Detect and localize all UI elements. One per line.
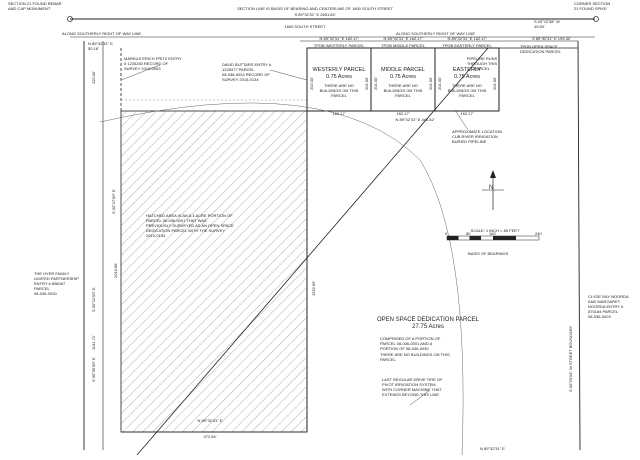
north-label: N	[489, 185, 494, 191]
westerly-top-bearing: N 89°32'31" E 162.17'	[319, 36, 359, 41]
bottom-left-bearing: N 89°32'31" E	[197, 418, 223, 423]
vert-dim-7: 201.00'	[492, 77, 497, 90]
open-space-note: COMPRISED OF A PORTION OF PARCEL 08-036-…	[380, 336, 441, 351]
approx-location-note: APPROXIMATE LOCATION CUB RIVER IRRIGATIO…	[452, 129, 502, 144]
section-corner-left-label: SECTION 21 FOUND REBAR AND CAP MONUMENT	[8, 1, 62, 11]
easterly-parcel-title: EASTERLY 0.75 Acres	[452, 67, 482, 80]
section-corner-right-marker	[593, 16, 599, 22]
scale-title: SCALE: 1 INCH = 80 FEET	[470, 228, 520, 233]
middle-bottom-dim: 162.17'	[396, 111, 410, 116]
east-line-label: S 00°20'04" W STREET BOUNDARY	[568, 325, 573, 392]
east-boundary	[577, 40, 581, 451]
easterly-parcel-outline	[434, 47, 500, 112]
middle-top-bearing: N 89°32'31" E 162.17'	[383, 36, 423, 41]
hatched-area-note: HATCHED AREA IS AN 8.4 ACRE PORTION OF P…	[146, 213, 234, 238]
open-space-title: OPEN SPACE DEDICATION PARCEL 27.75 Acres	[376, 317, 480, 330]
hyer-entry: THE HYER FAMILY LIMITED PARTNERSHIP ENTR…	[34, 271, 79, 296]
clyde-entry: CLYDE RAY NOORDA AND MARGARET NOORDA ENT…	[588, 294, 629, 319]
westerly-parcel-note: THERE ARE NO BUILDINGS ON THIS PARCEL	[319, 83, 359, 98]
hatched-area	[120, 110, 308, 433]
middle-parcel-title: MIDDLE PARCEL 0.75 Acres	[381, 67, 425, 80]
north-arrow-icon	[482, 170, 504, 210]
bottom-left-dim: 472.84'	[203, 434, 217, 439]
pipeline-diagonal	[136, 47, 489, 456]
easterly-parcel-note: THERE ARE NO BUILDINGS ON THIS PARCEL	[447, 83, 487, 98]
nw-bearing: N 89°32'31" E 50.16'	[88, 41, 113, 51]
vert-dim-6: 201.00'	[437, 77, 442, 90]
scale-tick-0: 0	[445, 231, 448, 236]
west-line-label-1: S 00°17'00" E	[111, 189, 116, 214]
top-bearing: S 89°32'31" E 2651.83'	[294, 12, 336, 17]
markus-entry: MARKUS ERICH FRITZ ENTRY # 1235283 RECOR…	[124, 56, 182, 71]
street-name: 1600 SOUTH STREET	[284, 24, 326, 29]
vert-dim-5: 201.00'	[428, 77, 433, 90]
last-regular-note: LAST REGULAR DRIVE TIRE OF PIVOT IRRIGAT…	[382, 377, 443, 397]
david-entry: DAVID BUTTARS ENTRY # 1228377 PARCEL 08-…	[222, 62, 272, 82]
bottom-right-bearing: N 89°32'31" E	[480, 446, 505, 451]
westerly-parcel-title: WESTERLY PARCEL 0.75 Acres	[312, 67, 366, 80]
middle-parcel-note: THERE ARE NO BUILDINGS ON THIS PARCEL	[383, 83, 423, 98]
bottom-bearing: N 89°32'31" E 446.52'	[395, 117, 435, 122]
west-line-label-2: S 00°12'00" E	[91, 287, 96, 312]
row-line-left-label: ALONG SOUTHERLY RIGHT OF WAY LINE	[62, 31, 142, 36]
vert-dim-mid: 1552.95'	[311, 280, 316, 296]
section-corner-right-label: CORNER SECTION 21 FOUND SPIKE	[574, 1, 611, 11]
vert-dim-1: 120.00'	[91, 71, 96, 84]
tpob-westerly: TPOB WESTERLY PARCEL	[313, 43, 365, 48]
pivot-arc	[99, 102, 464, 456]
west-line-label-3: S 00°35'00" E	[91, 357, 96, 382]
vert-dim-west: 1141.71'	[91, 335, 96, 350]
ne-bearing: S 00°12'38" W 49.50'	[534, 19, 560, 29]
tpob-middle: TPOB MIDDLE PARCEL	[381, 43, 425, 48]
vert-dim-3: 201.00'	[364, 77, 369, 90]
scale-bar	[446, 235, 540, 241]
vert-dim-4: 201.00'	[373, 77, 378, 90]
tpob-easterly: TPOB EASTERLY PARCEL	[442, 43, 492, 48]
scale-tick-240: 240	[535, 231, 542, 236]
easterly-bottom-dim: 162.17'	[460, 111, 474, 116]
ne-bearing-2: S 89°32'31" E 193.32'	[532, 36, 571, 41]
pipeline-note: PIPELINE RUNS THROUGH THIS PARCEL	[466, 56, 498, 71]
easterly-top-bearing: N 89°32'31" E 162.17'	[447, 36, 487, 41]
row-line-right-label: ALONG SOUTHERLY RIGHT OF WAY LINE	[396, 31, 476, 36]
scale-tick-160: 160	[489, 231, 496, 236]
section-corner-left-marker	[67, 16, 73, 22]
basis-of-bearings-label: BASIS OF BEARINGS	[468, 251, 509, 256]
open-space-note-2: THERE ARE NO BUILDINGS ON THIS PARCEL	[380, 352, 450, 362]
vert-dim-2: 202.00'	[309, 77, 314, 90]
scale-tick-80: 80	[466, 231, 471, 236]
section-line-note: SECTION LINE IS BASIS OF BEARING AND CEN…	[237, 6, 393, 11]
westerly-bottom-dim: 162.17'	[332, 111, 346, 116]
vert-dim-long: 2019.88'	[113, 262, 118, 278]
tpob-open-space: TPOB OPEN SPACE DEDICATION PARCEL	[520, 44, 562, 54]
